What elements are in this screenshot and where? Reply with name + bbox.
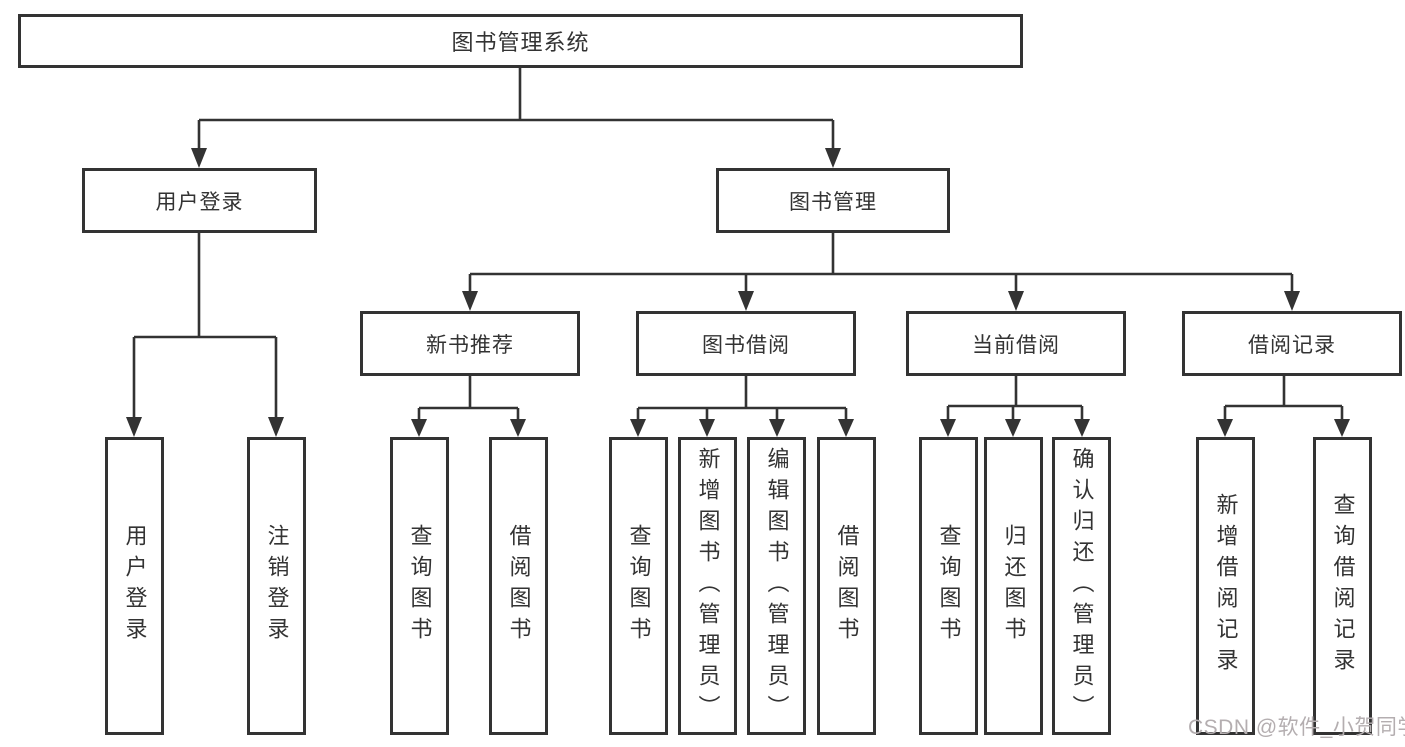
connector-user-login-to-leaves (126, 233, 284, 437)
leaf-return-books: 归还图书 (984, 437, 1043, 735)
leaf-query-books-borrow: 查询图书 (609, 437, 668, 735)
leaf-user-login: 用户登录 (105, 437, 164, 735)
leaf-confirm-return-admin: 确认归还（管理员） (1052, 437, 1111, 735)
leaf-borrow-books: 借阅图书 (817, 437, 876, 735)
arrowhead (1217, 419, 1233, 437)
arrowhead (191, 148, 207, 168)
leaf-query-books-recommend: 查询图书 (390, 437, 449, 735)
arrowhead (838, 419, 854, 437)
arrowhead (1074, 419, 1090, 437)
arrowhead (1008, 291, 1024, 311)
node-user-login: 用户登录 (82, 168, 317, 233)
connector-line (132, 233, 278, 419)
node-current-borrow: 当前借阅 (906, 311, 1126, 376)
connector-root-to-level2 (191, 68, 841, 168)
arrowhead (940, 419, 956, 437)
leaf-logout: 注销登录 (247, 437, 306, 735)
connector-borrow-records-to-leaves (1217, 376, 1350, 437)
leaf-edit-books-admin: 编辑图书（管理员） (747, 437, 806, 735)
arrowhead (268, 417, 284, 437)
connector-line (636, 376, 848, 420)
connector-new-book-to-leaves (411, 376, 526, 437)
arrowhead (1005, 419, 1021, 437)
leaf-borrow-books-recommend: 借阅图书 (489, 437, 548, 735)
node-borrow-records: 借阅记录 (1182, 311, 1402, 376)
arrowhead (411, 419, 427, 437)
node-book-borrow: 图书借阅 (636, 311, 856, 376)
arrowhead (462, 291, 478, 311)
csdn-watermark: CSDN @软件_小贺同学 (1188, 716, 1405, 739)
node-library-system: 图书管理系统 (18, 14, 1023, 68)
connector-line (197, 68, 835, 150)
arrowhead (825, 148, 841, 168)
leaf-add-borrow-record: 新增借阅记录 (1196, 437, 1255, 735)
arrowhead (738, 291, 754, 311)
connector-line (1223, 376, 1344, 420)
connector-current-borrow-to-leaves (940, 376, 1090, 437)
node-new-book-recommend: 新书推荐 (360, 311, 580, 376)
arrowhead (126, 417, 142, 437)
connector-line (417, 376, 520, 420)
arrowhead (769, 419, 785, 437)
arrowhead (510, 419, 526, 437)
arrowhead (699, 419, 715, 437)
connector-line (946, 376, 1084, 420)
node-book-management: 图书管理 (716, 168, 950, 233)
connector-book-mgmt-to-level3 (462, 233, 1300, 311)
arrowhead (630, 419, 646, 437)
leaf-query-books-current: 查询图书 (919, 437, 978, 735)
arrowhead (1284, 291, 1300, 311)
connector-line (468, 233, 1294, 293)
leaf-add-books-admin: 新增图书（管理员） (678, 437, 737, 735)
connector-book-borrow-to-leaves (630, 376, 854, 437)
arrowhead (1334, 419, 1350, 437)
leaf-query-borrow-record: 查询借阅记录 (1313, 437, 1372, 735)
